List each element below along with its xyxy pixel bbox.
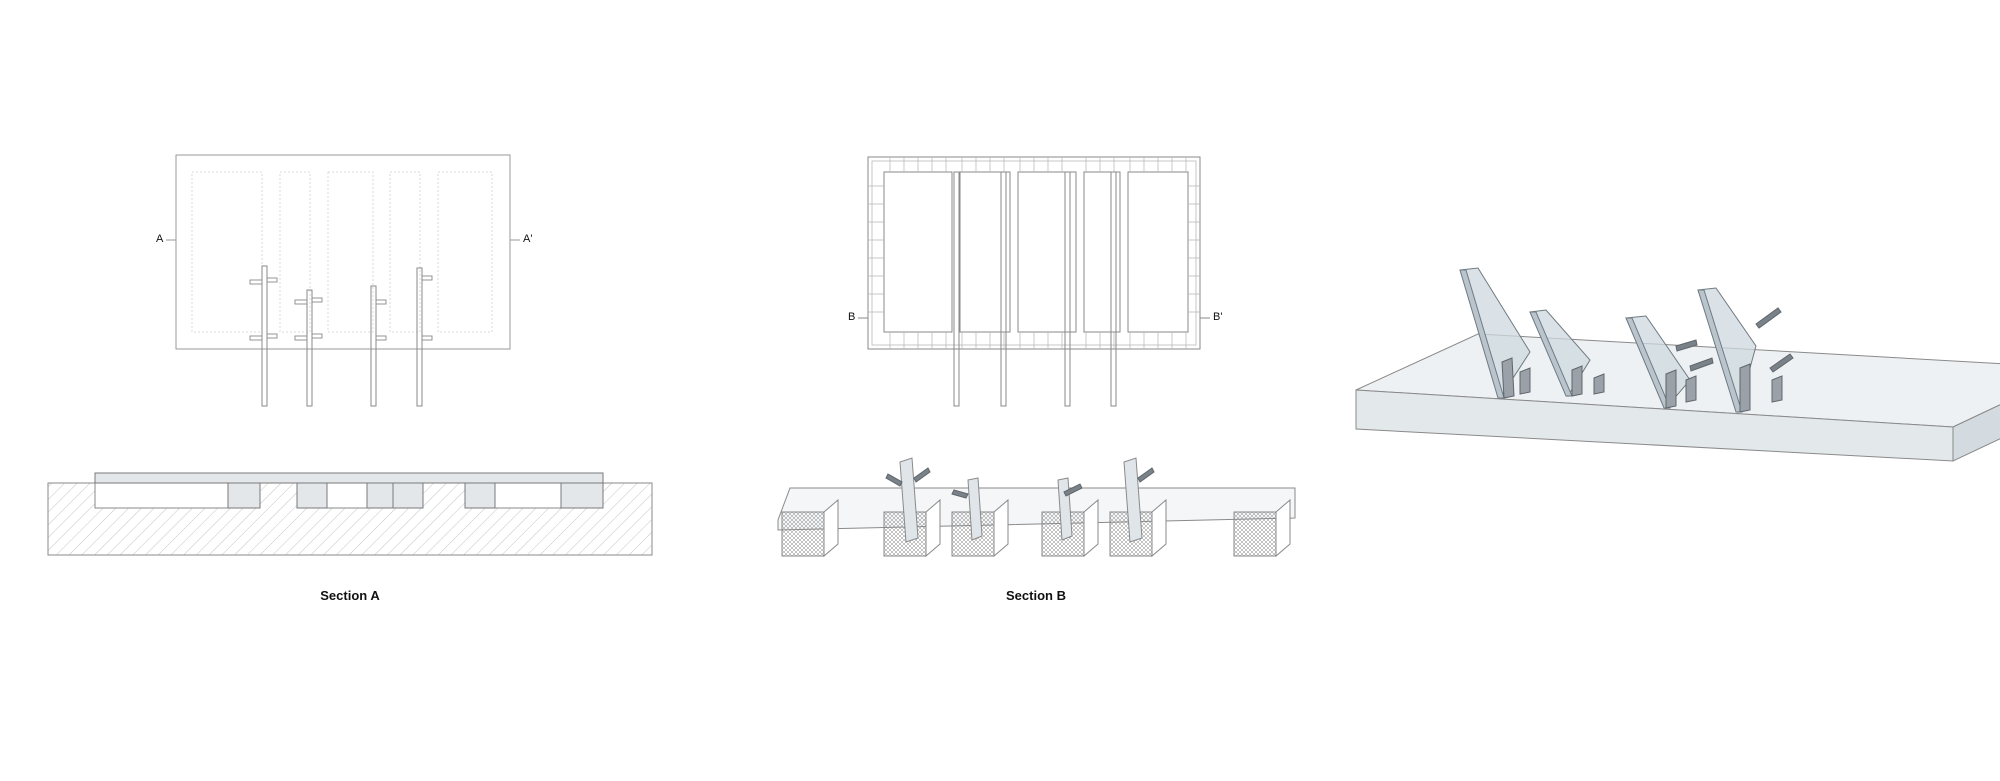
caption-section-a: Section A bbox=[320, 588, 380, 603]
section-marker-a-prime: A' bbox=[523, 233, 533, 245]
plan-b-frame-ticks bbox=[868, 157, 1200, 349]
slab-side bbox=[1952, 404, 2000, 462]
section-b bbox=[777, 457, 1296, 558]
steel-brackets bbox=[1501, 357, 1783, 413]
section-a bbox=[47, 472, 653, 556]
axonometric-view bbox=[1355, 267, 2000, 462]
caption-section-b: Section B bbox=[1006, 588, 1066, 603]
plan-a-posts bbox=[261, 265, 423, 407]
plan-a bbox=[166, 154, 520, 407]
section-marker-a: A bbox=[156, 233, 164, 245]
steel-struts bbox=[1675, 307, 1794, 373]
section-marker-b-prime: B' bbox=[1213, 311, 1223, 323]
plan-b-posts bbox=[953, 171, 1117, 407]
section-b-struts bbox=[885, 467, 1155, 499]
section-b-fins bbox=[899, 457, 1143, 543]
plan-a-brackets bbox=[249, 275, 433, 341]
section-marker-b: B bbox=[848, 311, 856, 323]
plan-b bbox=[858, 156, 1210, 407]
panel-edges bbox=[1459, 269, 1743, 413]
